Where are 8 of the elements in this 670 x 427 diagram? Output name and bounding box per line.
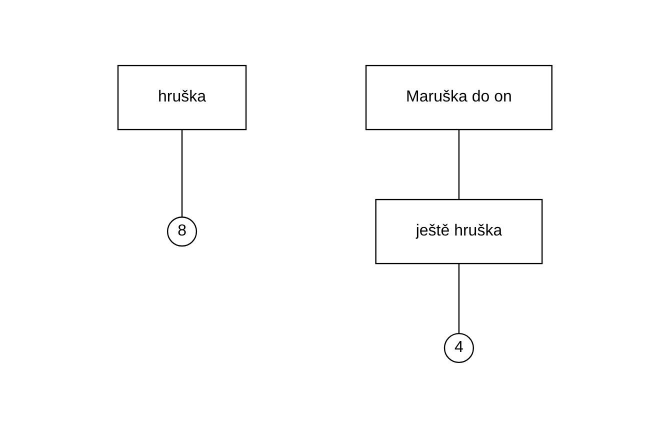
connector (458, 129, 460, 200)
node-circle (167, 216, 198, 246)
node-box (366, 64, 553, 130)
node-box (375, 198, 543, 264)
node-box (117, 64, 247, 130)
node-circle (444, 332, 474, 363)
connector (458, 263, 460, 334)
connector (181, 129, 183, 217)
